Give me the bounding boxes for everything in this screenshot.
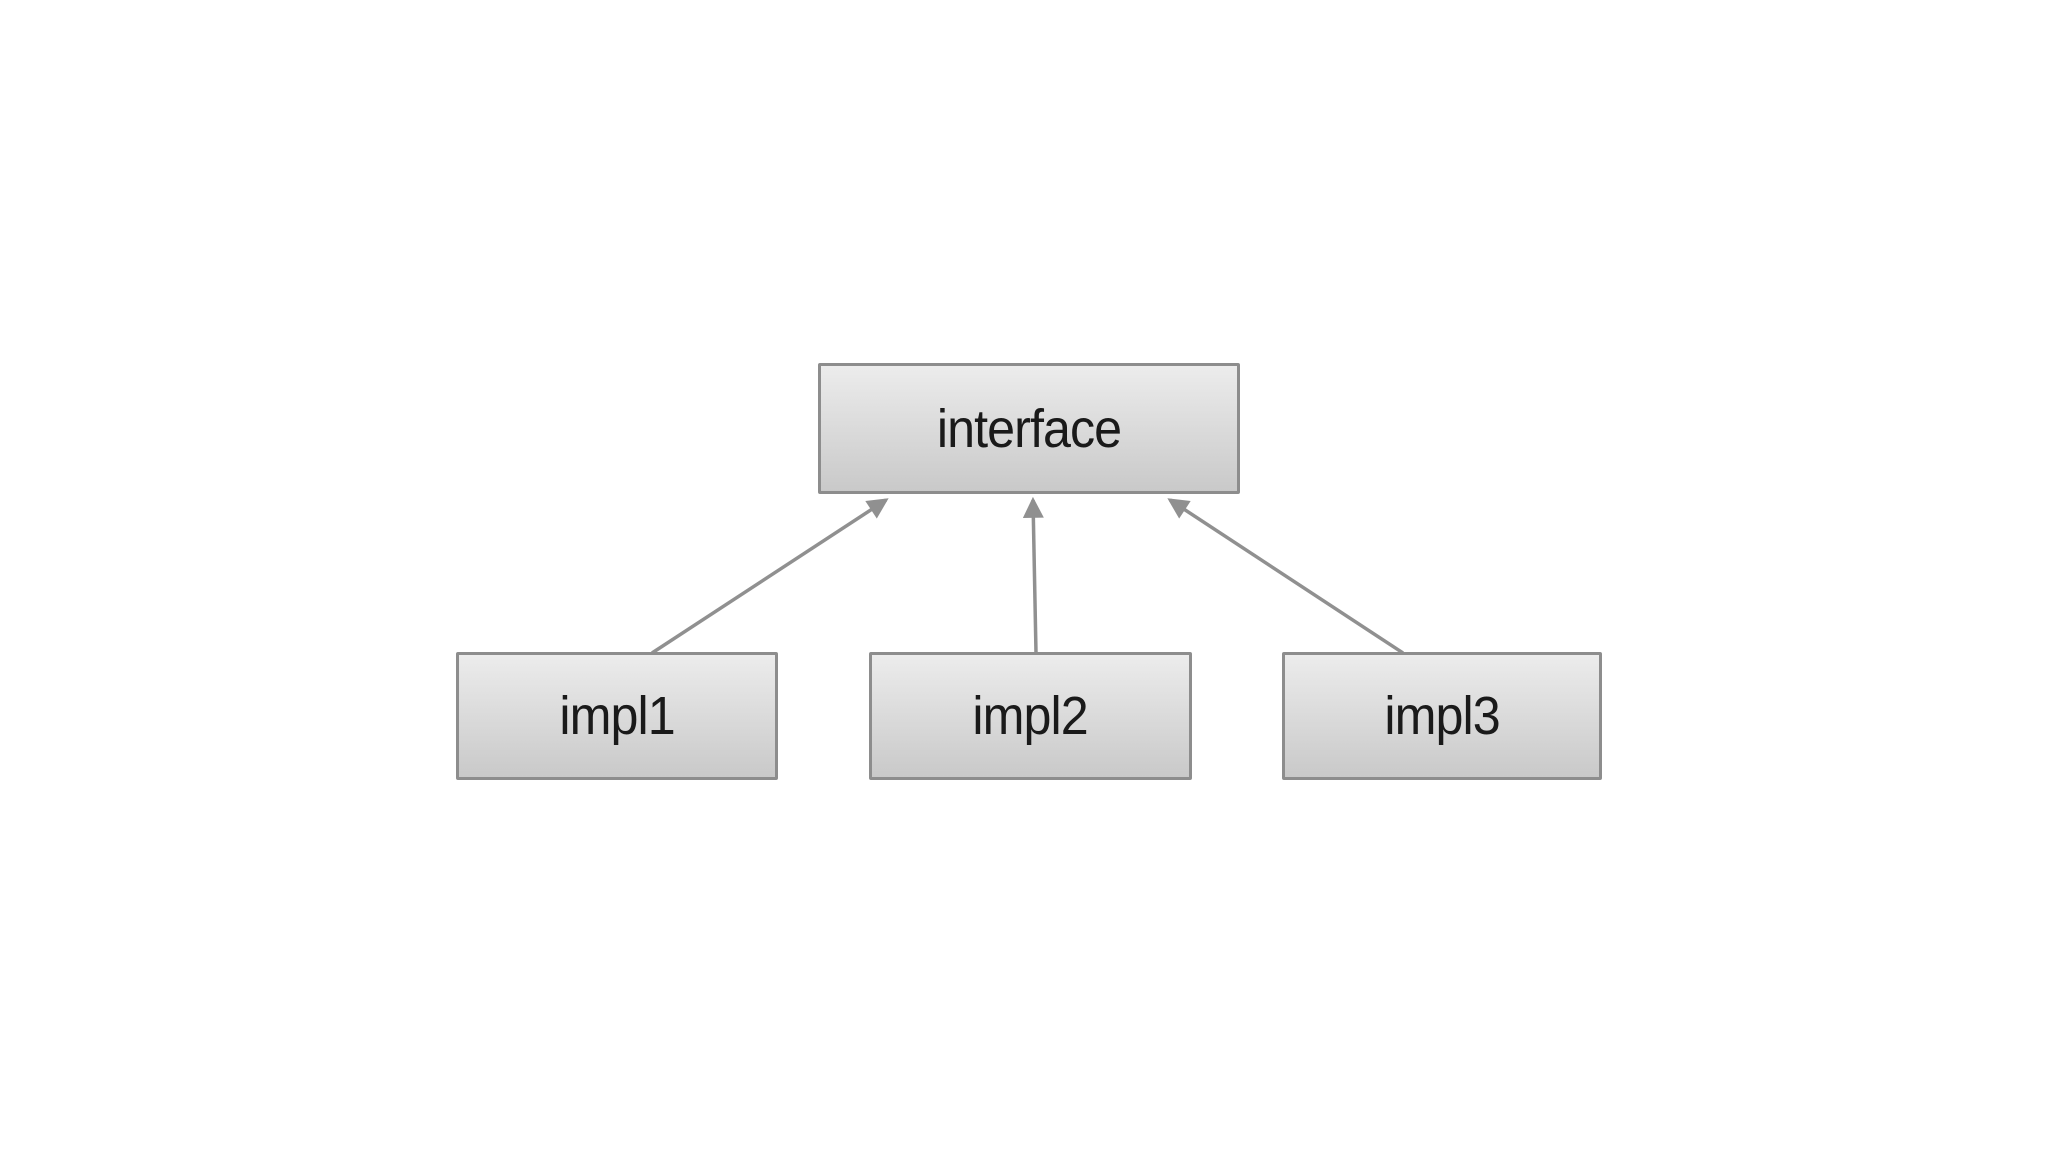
node-impl2-label: impl2 — [972, 686, 1089, 746]
node-impl3: impl3 — [1282, 652, 1602, 780]
node-interface-label: interface — [936, 398, 1122, 459]
node-impl1: impl1 — [456, 652, 778, 780]
node-interface: interface — [818, 363, 1240, 494]
node-impl2: impl2 — [869, 652, 1192, 780]
node-impl1-label: impl1 — [559, 686, 675, 746]
node-impl3-label: impl3 — [1384, 686, 1500, 746]
edge-impl2-to-interface — [1022, 496, 1044, 654]
edge-impl1-to-interface — [651, 498, 889, 655]
edge-impl3-to-interface — [1167, 498, 1404, 655]
